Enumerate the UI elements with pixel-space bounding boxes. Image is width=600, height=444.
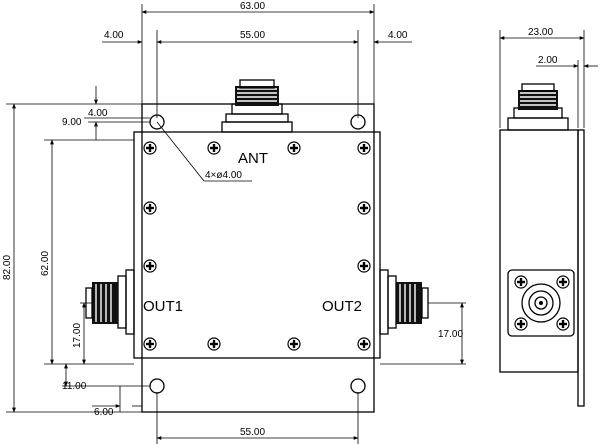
- dim-side-width: 23.00: [528, 27, 553, 38]
- dim-body-height: 62.00: [40, 251, 51, 276]
- out1-connector: [85, 269, 135, 335]
- mount-hole-br: [350, 378, 366, 394]
- dim-overall-height: 82.00: [2, 255, 13, 280]
- side-flange: [577, 129, 585, 407]
- dim-out2-height: 17.00: [438, 329, 463, 340]
- side-top-connector: [507, 83, 569, 131]
- dim-out1-height: 17.00: [72, 323, 83, 348]
- dim-hole-spacing-bottom: 55.00: [240, 427, 265, 438]
- side-face-connector: [507, 269, 575, 337]
- dim-bottom-hole-offset: 6.00: [94, 407, 114, 418]
- ant-connector: [221, 79, 293, 133]
- ant-label: ANT: [238, 150, 268, 167]
- out1-label: OUT1: [143, 298, 183, 315]
- out2-connector: [379, 269, 429, 335]
- dimension-texts: 63.00 4.00 55.00 4.00 23.00 2.00 4.00 9.…: [2, 1, 558, 438]
- dim-bottom-hole-row: 11.00: [62, 381, 87, 392]
- dim-hole-callout: 4×ø4.00: [205, 170, 242, 181]
- mount-hole-bl: [149, 378, 165, 394]
- dim-hole-small: 4.00: [88, 108, 108, 119]
- cover-screws: [143, 141, 371, 351]
- dim-left-offset: 4.00: [104, 30, 124, 41]
- out2-label: OUT2: [322, 298, 362, 315]
- dimension-lines: [6, 4, 598, 444]
- side-view: [499, 83, 585, 407]
- dim-hole-spacing-top: 55.00: [240, 30, 265, 41]
- dim-overall-width: 63.00: [240, 1, 265, 12]
- dim-side-flange: 2.00: [538, 55, 558, 66]
- front-view: ANT OUT1: [85, 79, 429, 413]
- dim-hole-row: 9.00: [62, 117, 82, 128]
- dim-right-offset: 4.00: [388, 30, 408, 41]
